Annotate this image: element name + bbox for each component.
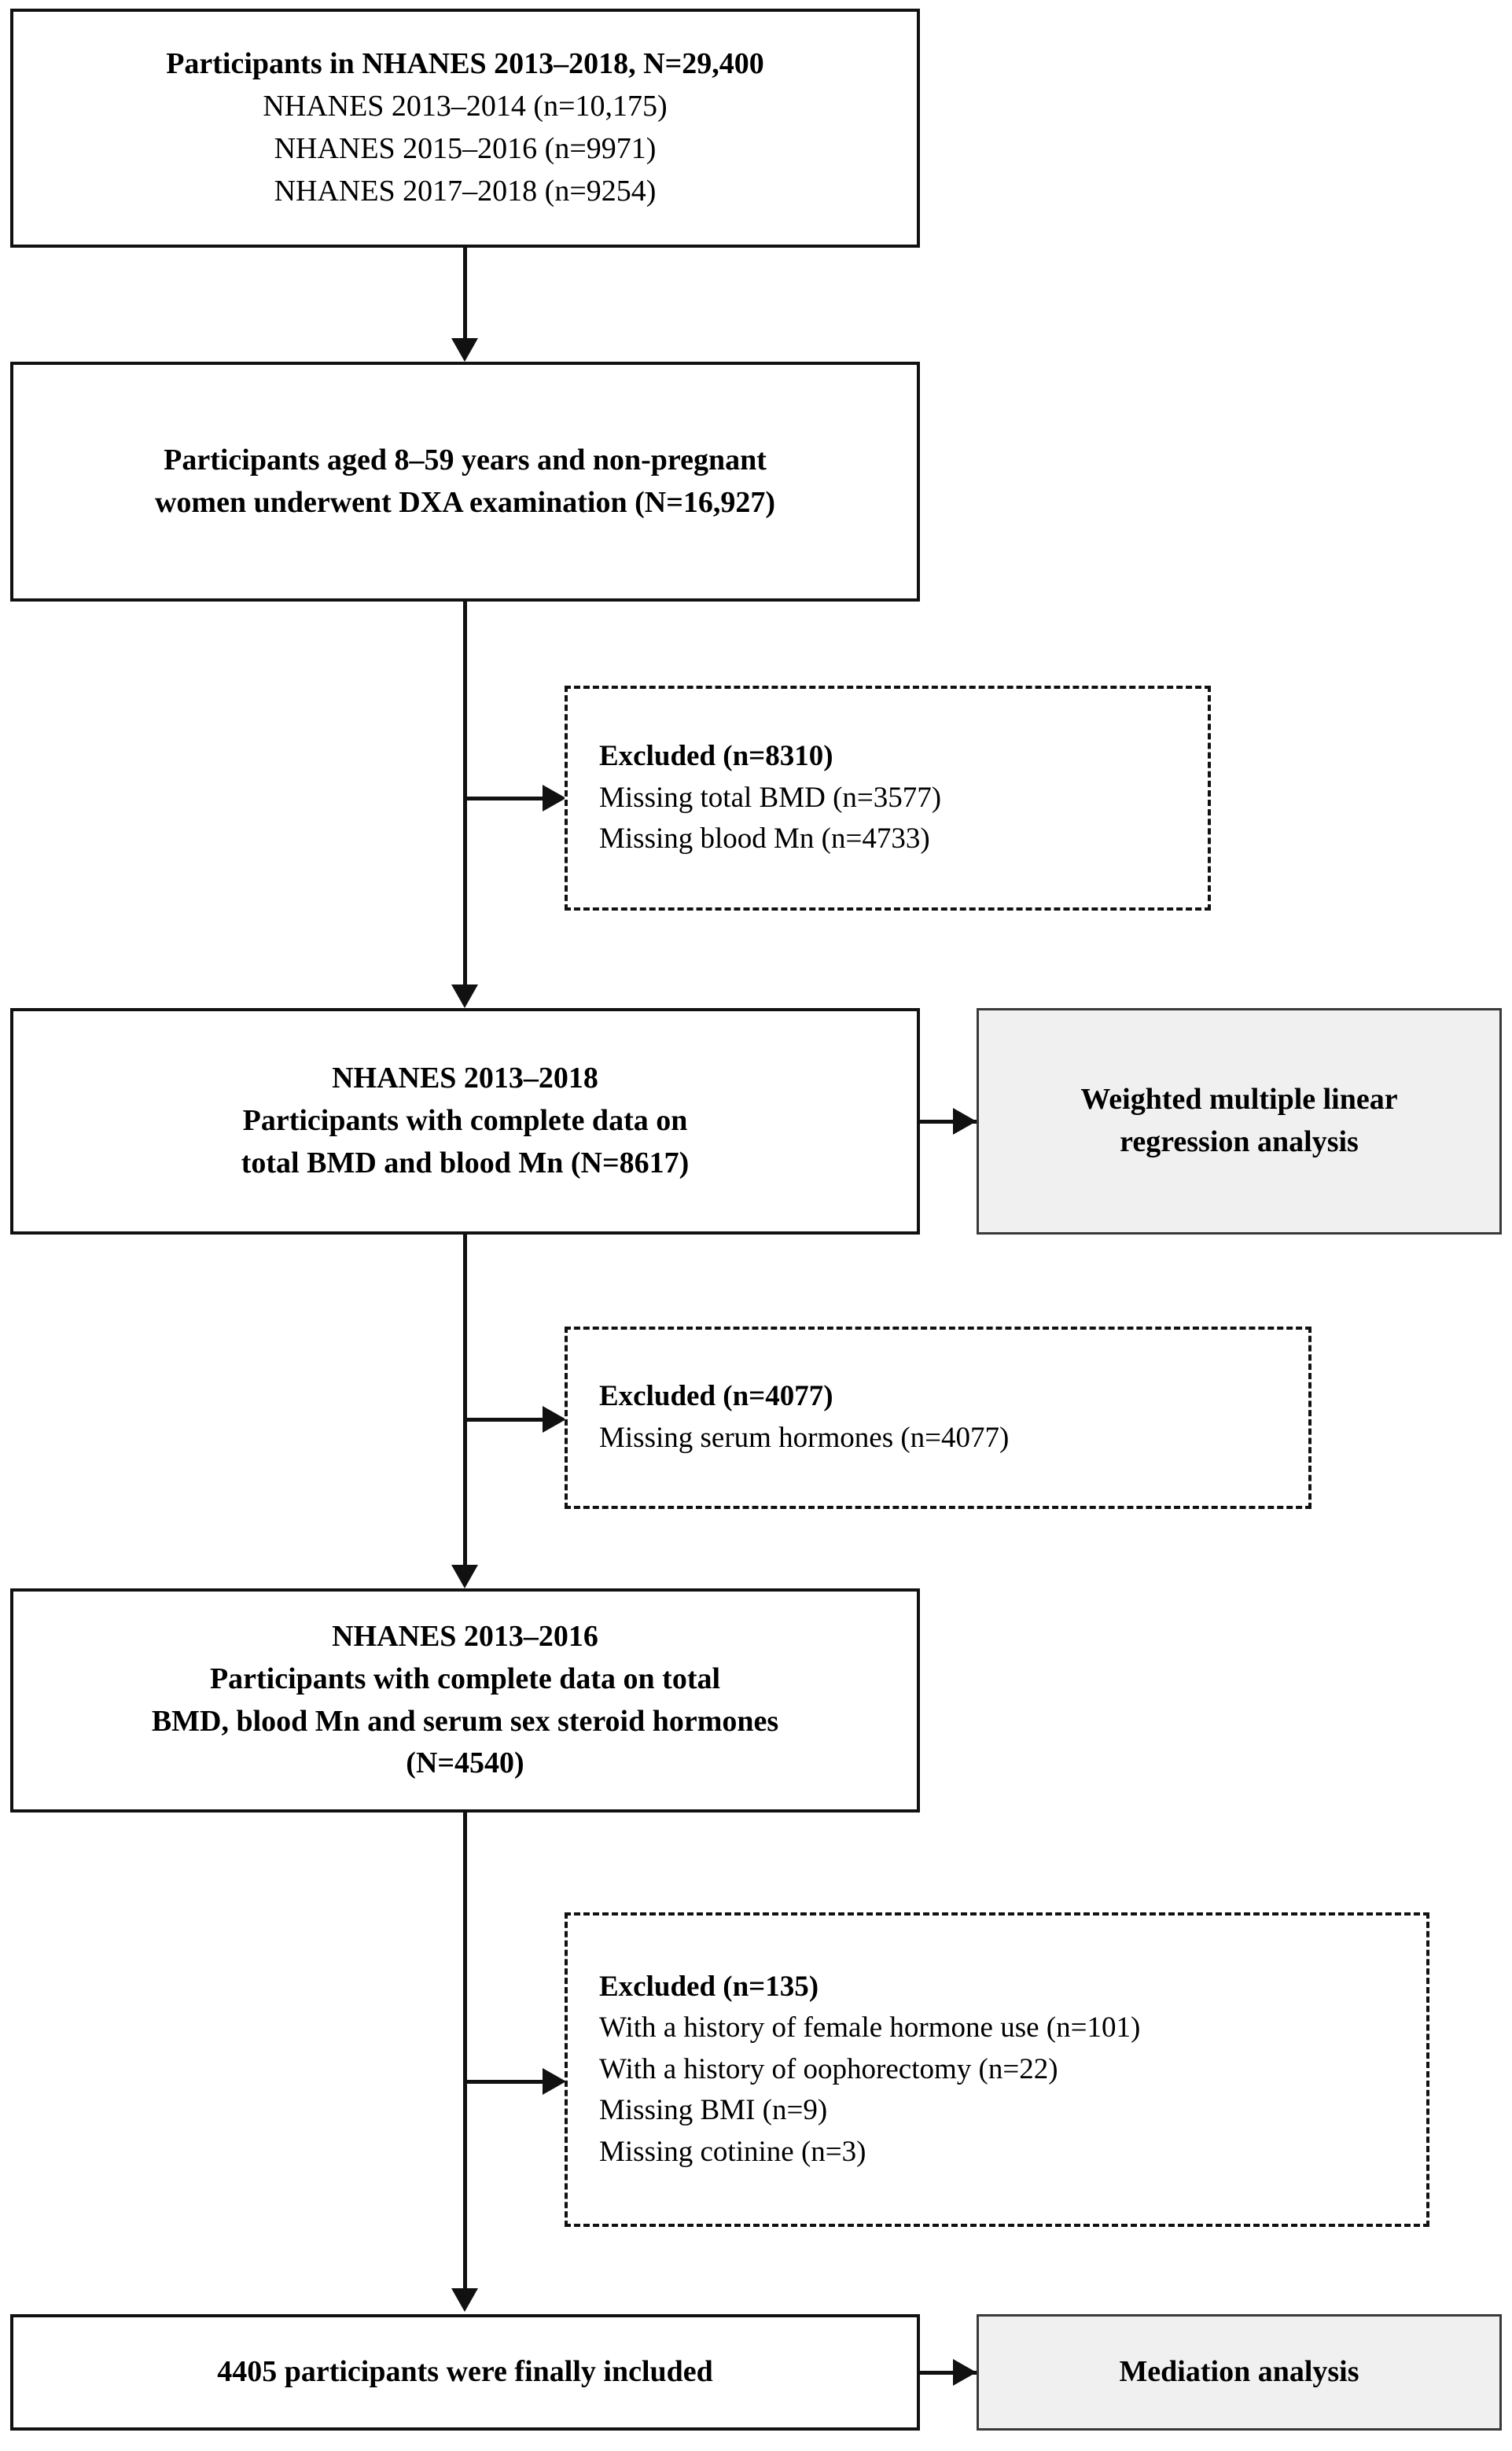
cohort2-line-4: (N=4540) <box>406 1746 524 1780</box>
arrowhead-eligible-to-cohort1 <box>451 984 478 1008</box>
excluded2-line-2: Missing serum hormones (n=4077) <box>599 1422 1010 1454</box>
node-excluded-step-2-text: Excluded (n=4077) Missing serum hormones… <box>568 1376 1308 1459</box>
node-analysis-regression: Weighted multiple linear regression anal… <box>977 1008 1502 1235</box>
excluded3-line-1: Excluded (n=135) <box>599 1970 819 2003</box>
connector-branch-excluded-2 <box>463 1418 545 1422</box>
connector-eligible-to-cohort1-lower <box>463 916 467 987</box>
cohort1-line-1: NHANES 2013–2018 <box>332 1062 598 1095</box>
node-excluded-step-3: Excluded (n=135) With a history of femal… <box>565 1912 1429 2227</box>
connector-branch-excluded-1 <box>463 797 545 800</box>
connector-final-to-mediation <box>920 2371 979 2375</box>
excluded3-line-4: Missing BMI (n=9) <box>599 2094 828 2127</box>
regression-line-1: Weighted multiple linear <box>1080 1083 1398 1117</box>
cohort2-line-1: NHANES 2013–2016 <box>332 1619 598 1653</box>
excluded3-line-3: With a history of oophorectomy (n=22) <box>599 2052 1058 2085</box>
mediation-line-1: Mediation analysis <box>1119 2355 1359 2389</box>
excluded1-line-2: Missing total BMD (n=3577) <box>599 781 942 814</box>
node-excluded-step-2: Excluded (n=4077) Missing serum hormones… <box>565 1327 1312 1509</box>
connector-eligible-to-cohort1 <box>463 602 467 916</box>
excluded1-line-1: Excluded (n=8310) <box>599 740 833 773</box>
arrowhead-branch-excluded-2 <box>543 1406 566 1433</box>
excluded2-line-1: Excluded (n=4077) <box>599 1380 833 1413</box>
excluded3-line-2: With a history of female hormone use (n=… <box>599 2011 1141 2044</box>
cohort1-line-2: Participants with complete data on <box>242 1104 688 1138</box>
node-cohort-bmd-mn: NHANES 2013–2018 Participants with compl… <box>10 1008 920 1235</box>
source-line-4: NHANES 2017–2018 (n=9254) <box>274 174 657 208</box>
arrowhead-cohort1-to-cohort2 <box>451 1565 478 1588</box>
connector-cohort1-to-regression <box>920 1120 979 1124</box>
cohort1-line-3: total BMD and blood Mn (N=8617) <box>241 1146 690 1179</box>
node-source-population-text: Participants in NHANES 2013–2018, N=29,4… <box>13 43 917 213</box>
eligible-line-1: Participants aged 8–59 years and non-pre… <box>164 443 767 477</box>
arrowhead-final-to-mediation <box>953 2359 977 2386</box>
node-cohort-hormones-text: NHANES 2013–2016 Participants with compl… <box>13 1616 917 1786</box>
node-analysis-mediation-text: Mediation analysis <box>979 2351 1499 2394</box>
connector-branch-excluded-3 <box>463 2080 545 2084</box>
connector-cohort2-to-final <box>463 1812 467 2291</box>
connector-source-to-eligible <box>463 248 467 340</box>
cohort2-line-2: Participants with complete data on total <box>209 1662 721 1695</box>
node-cohort-hormones: NHANES 2013–2016 Participants with compl… <box>10 1588 920 1812</box>
connector-cohort1-to-cohort2 <box>463 1235 467 1566</box>
node-analysis-regression-text: Weighted multiple linear regression anal… <box>979 1079 1499 1164</box>
arrowhead-branch-excluded-3 <box>543 2068 566 2095</box>
node-final-included-text: 4405 participants were finally included <box>13 2351 917 2394</box>
node-dxa-eligible: Participants aged 8–59 years and non-pre… <box>10 362 920 602</box>
source-line-2: NHANES 2013–2014 (n=10,175) <box>263 90 668 123</box>
node-dxa-eligible-text: Participants aged 8–59 years and non-pre… <box>13 440 917 524</box>
node-analysis-mediation: Mediation analysis <box>977 2314 1502 2431</box>
node-cohort-bmd-mn-text: NHANES 2013–2018 Participants with compl… <box>13 1058 917 1185</box>
node-excluded-step-1-text: Excluded (n=8310) Missing total BMD (n=3… <box>568 736 1208 860</box>
excluded1-line-3: Missing blood Mn (n=4733) <box>599 823 930 856</box>
cohort2-line-3: BMD, blood Mn and serum sex steroid horm… <box>151 1704 779 1738</box>
node-excluded-step-3-text: Excluded (n=135) With a history of femal… <box>568 1967 1426 2173</box>
arrowhead-cohort2-to-final <box>451 2288 478 2312</box>
regression-line-2: regression analysis <box>1120 1125 1359 1158</box>
source-line-3: NHANES 2015–2016 (n=9971) <box>274 132 657 165</box>
eligible-line-2: women underwent DXA examination (N=16,92… <box>154 485 776 519</box>
arrowhead-branch-excluded-1 <box>543 785 566 811</box>
excluded3-line-5: Missing cotinine (n=3) <box>599 2135 866 2168</box>
node-source-population: Participants in NHANES 2013–2018, N=29,4… <box>10 9 920 248</box>
node-excluded-step-1: Excluded (n=8310) Missing total BMD (n=3… <box>565 686 1211 911</box>
final-line-1: 4405 participants were finally included <box>217 2355 713 2389</box>
arrowhead-source-to-eligible <box>451 338 478 362</box>
source-line-1: Participants in NHANES 2013–2018, N=29,4… <box>166 47 764 81</box>
node-final-included: 4405 participants were finally included <box>10 2314 920 2431</box>
arrowhead-cohort1-to-regression <box>953 1108 977 1135</box>
